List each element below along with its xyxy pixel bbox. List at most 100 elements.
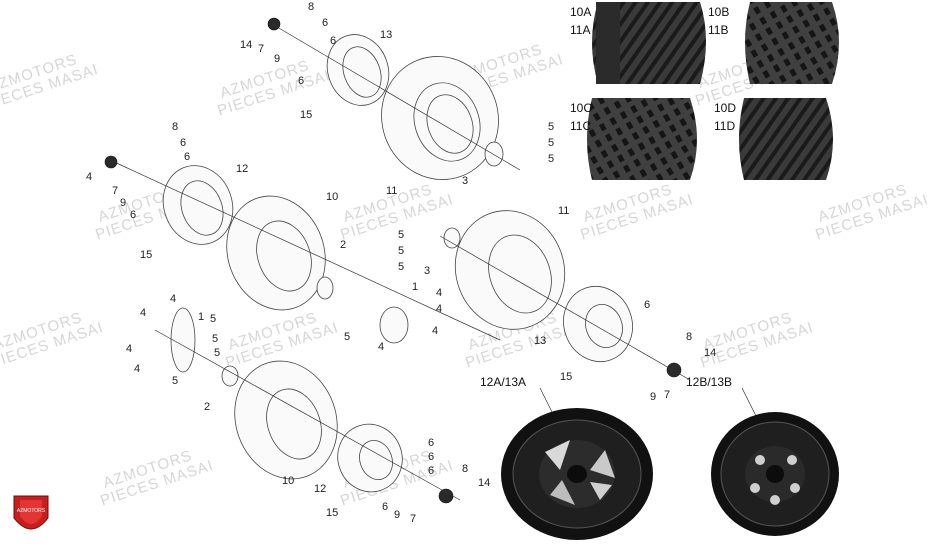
callout-9: 9 <box>120 197 126 209</box>
wheel-photos: 12A/13A 12B/13B <box>480 375 839 540</box>
callout-5: 5 <box>212 333 218 345</box>
tire-label-10b: 10B <box>708 5 729 19</box>
hub-top <box>484 141 504 167</box>
callout-11: 11 <box>558 205 569 217</box>
callout-2: 2 <box>204 401 210 413</box>
callout-14: 14 <box>478 477 490 489</box>
callout-4: 4 <box>86 171 92 183</box>
callout-13: 13 <box>380 29 392 41</box>
logo-text: AZMOTORS <box>17 508 46 514</box>
wheel-photo-12b <box>711 412 839 536</box>
callout-7: 7 <box>410 513 416 525</box>
callout-6: 6 <box>184 151 190 163</box>
callout-5: 5 <box>398 261 404 273</box>
callout-10: 10 <box>282 475 294 487</box>
callout-4: 4 <box>436 303 442 315</box>
rim-top <box>326 34 390 106</box>
callout-1: 1 <box>412 281 418 293</box>
tire-photo-10c <box>587 98 697 180</box>
callout-12: 12 <box>314 483 326 495</box>
callout-14: 14 <box>704 347 716 359</box>
callout-2: 2 <box>340 239 346 251</box>
callout-4: 4 <box>378 341 384 353</box>
callout-5: 5 <box>210 313 216 325</box>
callout-8: 8 <box>462 463 468 475</box>
callout-8: 8 <box>308 1 314 13</box>
line-art <box>104 17 691 504</box>
callout-3: 3 <box>424 265 430 277</box>
callout-9: 9 <box>274 53 280 65</box>
rim-left-upper <box>162 165 234 245</box>
callout-6: 6 <box>428 437 434 449</box>
callout-8: 8 <box>172 121 178 133</box>
brake-disc-lower <box>170 307 196 373</box>
callout-14: 14 <box>240 39 252 51</box>
nut-left-upper <box>104 155 118 169</box>
callout-13: 13 <box>534 335 546 347</box>
callout-15: 15 <box>300 109 312 121</box>
callout-4: 4 <box>436 287 442 299</box>
wheel-photo-12a <box>501 408 653 540</box>
callout-6: 6 <box>330 35 336 47</box>
callout-4: 4 <box>140 307 146 319</box>
tire-photo-10d <box>739 98 833 180</box>
callout-5: 5 <box>172 375 178 387</box>
callout-6: 6 <box>382 501 388 513</box>
callout-3: 3 <box>462 175 468 187</box>
callout-5: 5 <box>548 153 554 165</box>
tire-right-middle <box>454 210 566 330</box>
callout-6: 6 <box>428 465 434 477</box>
callout-4: 4 <box>126 343 132 355</box>
callout-9: 9 <box>650 391 656 403</box>
tire-label-11d: 11D <box>714 119 735 133</box>
callout-5: 5 <box>398 229 404 241</box>
callout-5: 5 <box>548 137 554 149</box>
tire-label-11b: 11B <box>708 23 728 37</box>
callout-6: 6 <box>130 209 136 221</box>
tire-label-11c: 11C <box>570 119 591 133</box>
callout-6: 6 <box>644 299 650 311</box>
callout-1: 1 <box>198 311 204 323</box>
callout-15: 15 <box>560 371 572 383</box>
callout-11: 11 <box>386 185 397 197</box>
callout-6: 6 <box>180 137 186 149</box>
wheel-label-12b-13b: 12B/13B <box>686 375 732 389</box>
tire-label-10a: 10A <box>570 5 591 19</box>
callout-7: 7 <box>664 389 670 401</box>
tire-photo-10b <box>745 2 839 84</box>
callout-15: 15 <box>326 507 338 519</box>
hub-right-middle <box>443 227 461 249</box>
rim-right-middle <box>563 286 633 362</box>
callout-8: 8 <box>686 331 692 343</box>
callout-4: 4 <box>134 363 140 375</box>
callout-10: 10 <box>326 191 338 203</box>
tire-left-upper <box>226 195 326 311</box>
nut-right-middle <box>666 362 682 378</box>
tire-label-10c: 10C <box>570 101 592 115</box>
brake-disc-center <box>379 306 409 344</box>
callout-6: 6 <box>428 451 434 463</box>
azmotors-logo: AZMOTORS <box>13 495 49 530</box>
tire-lower <box>234 360 338 480</box>
callout-7: 7 <box>258 43 264 55</box>
wheel-label-12a-13a: 12A/13A <box>480 375 526 389</box>
nut-top <box>267 17 281 31</box>
callout-4: 4 <box>432 325 438 337</box>
callout-9: 9 <box>394 509 400 521</box>
tire-label-10d: 10D <box>714 101 736 115</box>
callout-numbers: 8 6 6 13 14 7 9 6 15 5 5 5 3 11 8 6 6 12… <box>86 1 716 525</box>
callout-6: 6 <box>298 75 304 87</box>
callout-12: 12 <box>236 163 248 175</box>
tire-label-11a: 11A <box>570 23 590 37</box>
callout-5: 5 <box>398 245 404 257</box>
nut-lower <box>438 488 454 504</box>
callout-5: 5 <box>548 121 554 133</box>
tire-photo-10a <box>592 2 706 84</box>
tire-photos: 10A 11A 10B 11B 10C 11C 10D 11D <box>570 2 839 180</box>
callout-15: 15 <box>140 249 152 261</box>
tire-top-right <box>381 56 499 180</box>
callout-5: 5 <box>344 331 350 343</box>
hub-left-upper <box>316 276 334 300</box>
callout-4: 4 <box>170 293 176 305</box>
